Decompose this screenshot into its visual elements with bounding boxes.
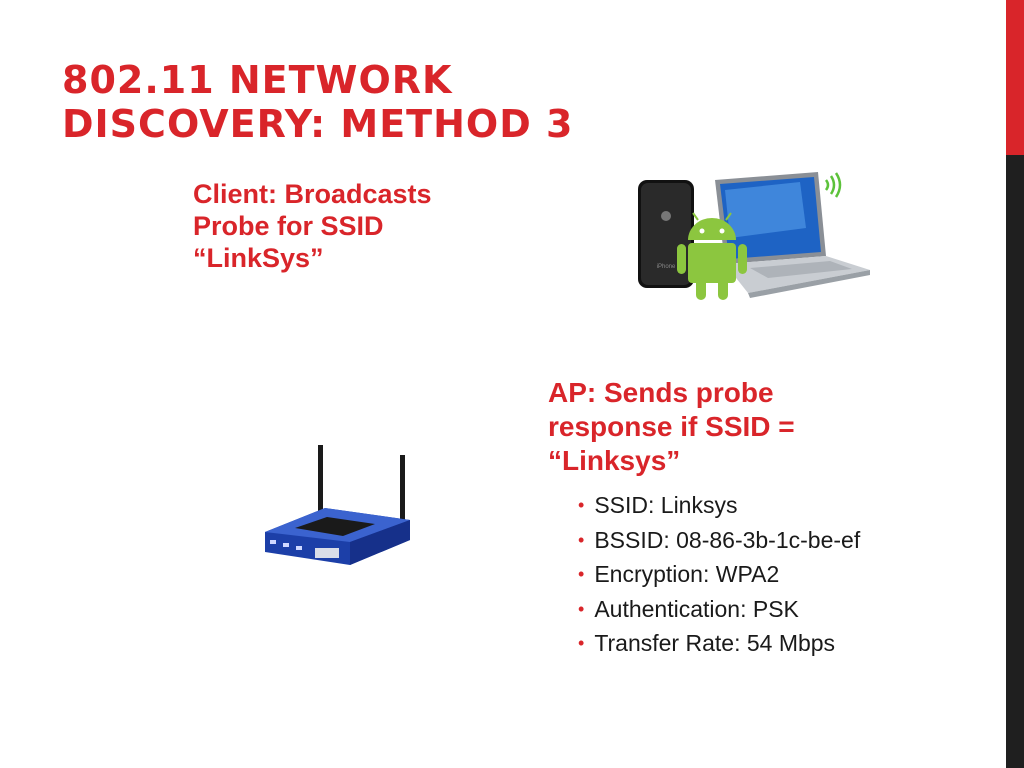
bullet-icon: •	[578, 633, 585, 653]
detail-encryption: Encryption: WPA2	[594, 561, 780, 587]
detail-transfer-rate: Transfer Rate: 54 Mbps	[594, 630, 836, 656]
client-text-line-1: Client: Broadcasts	[193, 179, 432, 209]
list-item: • BSSID: 08-86-3b-1c-be-ef	[578, 523, 978, 558]
list-item: • Authentication: PSK	[578, 592, 978, 627]
ap-text-line-1: AP: Sends probe	[548, 377, 774, 408]
probe-response-details: • SSID: Linksys • BSSID: 08-86-3b-1c-be-ef…	[578, 488, 978, 661]
laptop-icon	[715, 172, 870, 298]
bullet-icon: •	[578, 529, 585, 550]
accent-bar-red	[1006, 0, 1024, 155]
client-probe-text: Client: Broadcasts Probe for SSID “LinkS…	[193, 178, 513, 274]
slide-title-line-1: 802.11 NETWORK	[62, 58, 453, 102]
detail-ssid: SSID: Linksys	[594, 492, 738, 518]
client-text-line-3: “LinkSys”	[193, 243, 324, 273]
detail-authentication: Authentication: PSK	[594, 595, 799, 622]
bullet-icon: •	[578, 564, 585, 584]
router-icon	[265, 445, 410, 565]
wifi-icon	[824, 172, 842, 198]
slide-title: 802.11 NETWORK DISCOVERY: METHOD 3	[62, 58, 962, 146]
list-item: • SSID: Linksys	[578, 488, 978, 523]
android-icon	[677, 212, 747, 300]
slide-title-line-2: DISCOVERY: METHOD 3	[62, 102, 574, 146]
detail-bssid: BSSID: 08-86-3b-1c-be-ef	[594, 526, 861, 553]
ap-text-line-2: response if SSID =	[548, 411, 795, 442]
iphone-icon: iPhone	[638, 180, 694, 288]
client-text-line-2: Probe for SSID	[193, 211, 384, 241]
list-item: • Transfer Rate: 54 Mbps	[578, 626, 978, 661]
ap-text-line-3: “Linksys”	[548, 445, 681, 476]
client-devices-image: iPhone	[638, 172, 870, 300]
bullet-icon: •	[578, 495, 585, 515]
router-image	[265, 445, 410, 565]
accent-bar-dark	[1006, 155, 1024, 768]
ap-response-text: AP: Sends probe response if SSID = “Link…	[548, 376, 888, 478]
bullet-icon: •	[578, 598, 585, 619]
list-item: • Encryption: WPA2	[578, 557, 978, 592]
svg-text:iPhone: iPhone	[657, 264, 676, 270]
